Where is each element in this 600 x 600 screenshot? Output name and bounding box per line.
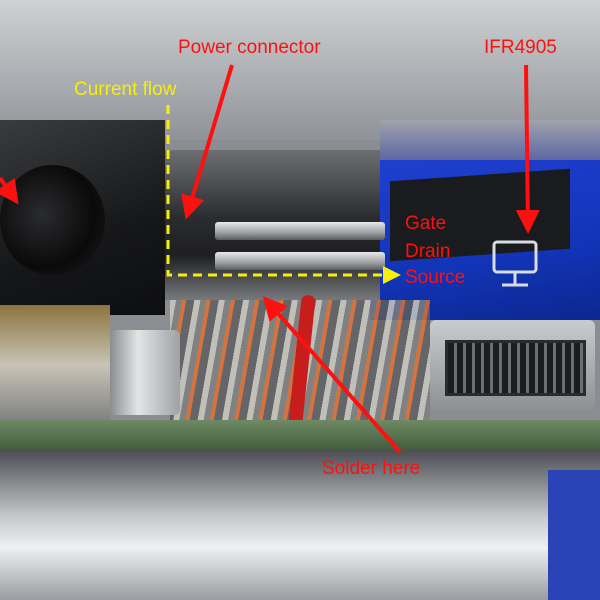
gate-label: Gate: [405, 213, 447, 234]
mosfet-pin-gate: [215, 222, 385, 240]
hdmi-port-contacts: [445, 340, 586, 396]
current-flow-arrow: [166, 105, 401, 284]
solder-arrow: [262, 295, 402, 454]
monitor-icon: [492, 240, 538, 287]
drain-label: Drain: [405, 241, 451, 262]
power-connector-arrow: [181, 64, 234, 220]
source-label: Source: [405, 267, 466, 288]
left-components: [0, 305, 110, 425]
blue-board-edge: [380, 120, 600, 165]
current-flow-label: Current flow: [74, 79, 177, 100]
ifr-label: IFR4905: [484, 37, 557, 58]
ifr-arrow: [515, 64, 540, 234]
left-jack-arrow: [0, 176, 19, 205]
blue-case-bottom: [548, 470, 600, 600]
background-top: [0, 0, 600, 140]
capacitor: [110, 330, 180, 415]
clear-case-bottom: [0, 450, 600, 600]
mosfet-pin-drain: [215, 252, 385, 270]
power-connector-label: Power connector: [178, 37, 321, 58]
pcb-edge: [0, 420, 600, 452]
solder-label: Solder here: [322, 458, 421, 479]
